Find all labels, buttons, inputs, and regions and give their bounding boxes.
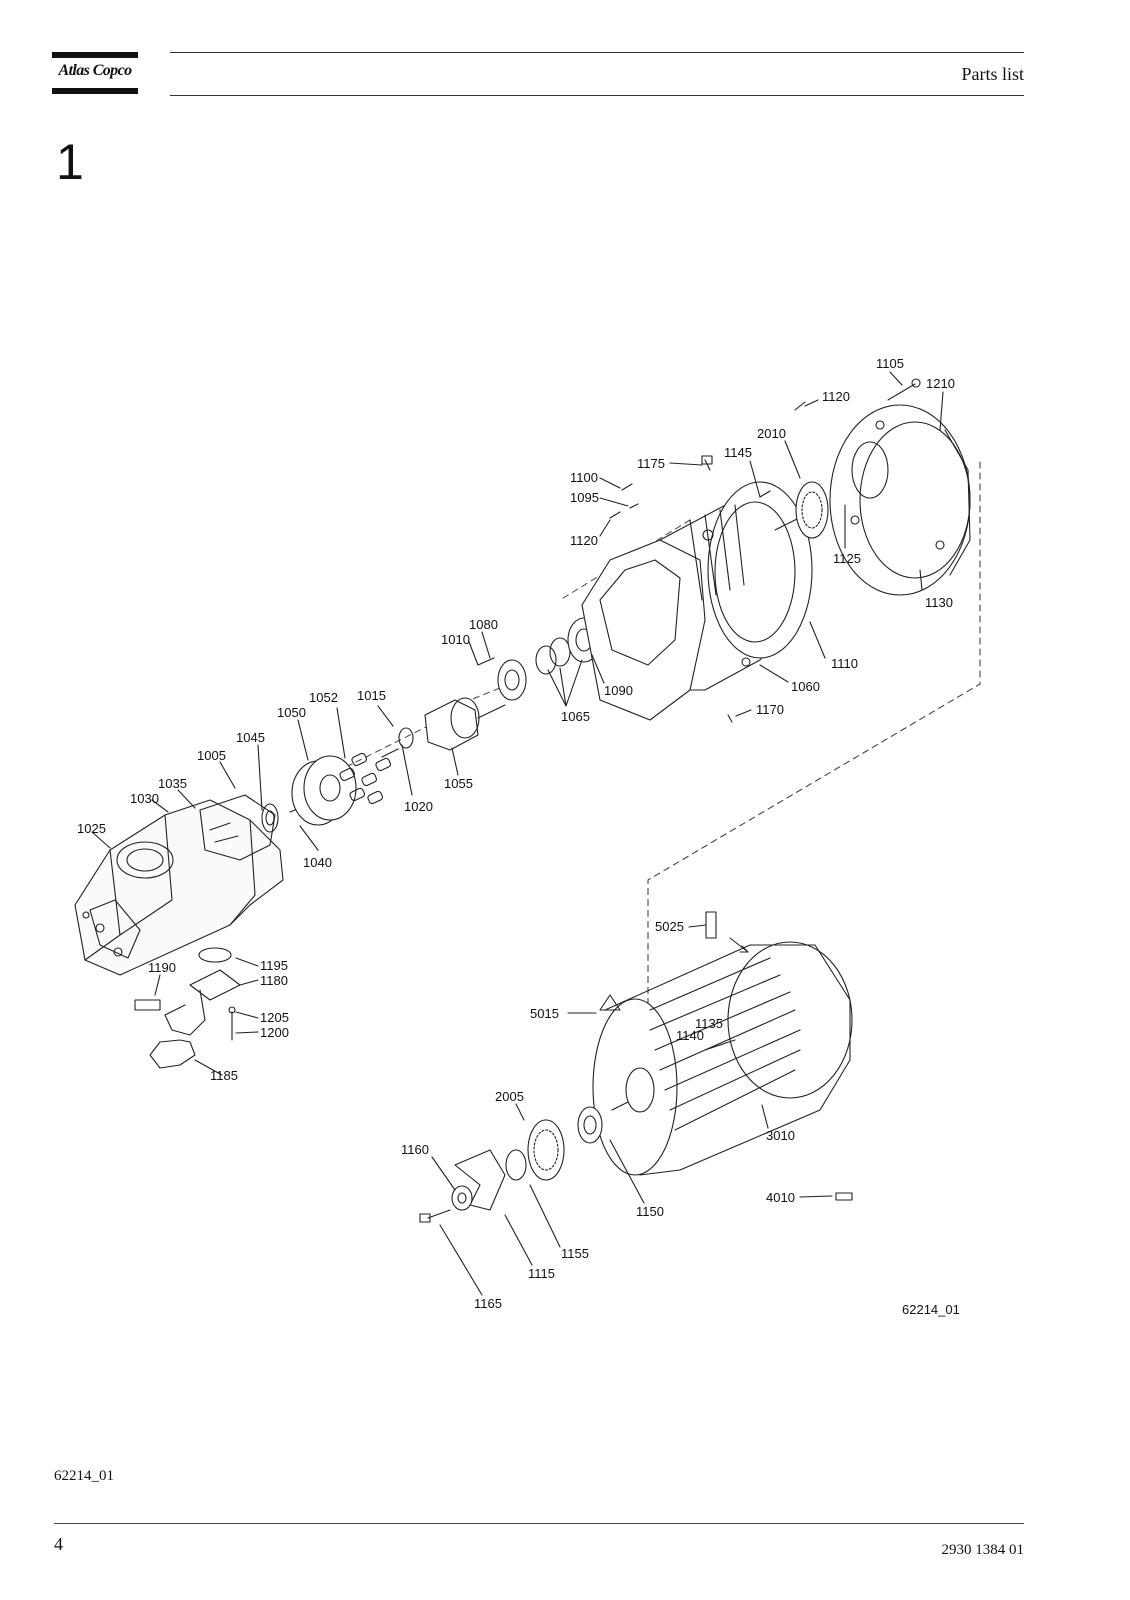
callout-1130: 1130: [925, 595, 953, 610]
header-rule-bottom: [170, 95, 1024, 96]
atlas-copco-logo: Atlas Copco: [52, 52, 138, 94]
callout-5025: 5025: [655, 919, 684, 934]
callout-1090: 1090: [604, 683, 633, 698]
document-number: 2930 1384 01: [941, 1542, 1025, 1558]
callout-1055: 1055: [444, 776, 473, 791]
callout-1195: 1195: [260, 958, 288, 973]
callout-1105: 1105: [876, 356, 904, 371]
footer-reference: 62214_01: [54, 1468, 114, 1484]
header-rule-top: [170, 52, 1024, 53]
footer-rule: [54, 1523, 1024, 1524]
callout-3010: 3010: [766, 1128, 795, 1143]
callout-1170: 1170: [756, 702, 784, 717]
callout-1150: 1150: [636, 1204, 664, 1219]
callout-1030: 1030: [130, 791, 159, 806]
callout-1020: 1020: [404, 799, 433, 814]
callout-1185: 1185: [210, 1068, 238, 1083]
callout-1045: 1045: [236, 730, 265, 745]
callout-1040: 1040: [303, 855, 332, 870]
callout-1015: 1015: [357, 688, 386, 703]
callout-1120: 1120: [822, 389, 850, 404]
callout-1110: 1110: [831, 656, 858, 671]
callout-1010: 1010: [441, 632, 470, 647]
callout-1025: 1025: [77, 821, 106, 836]
callout-5015: 5015: [530, 1006, 559, 1021]
callout-4010: 4010: [766, 1190, 795, 1205]
section-number: 1: [56, 134, 84, 190]
callout-1155: 1155: [561, 1246, 589, 1261]
callout-1200: 1200: [260, 1025, 289, 1040]
callout-2010: 2010: [757, 426, 786, 441]
logo-wordmark: Atlas Copco: [58, 62, 133, 79]
callout-1205: 1205: [260, 1010, 289, 1025]
callout-1175: 1175: [637, 456, 665, 471]
callout-1145: 1145: [724, 445, 752, 460]
callout-1080: 1080: [469, 617, 498, 632]
callout-labels: 1105 1210 1120 2010 1175 1145 1100 1095 …: [77, 356, 960, 1317]
header-title: Parts list: [961, 64, 1024, 84]
callout-1140: 1140: [676, 1028, 704, 1043]
callout-1165: 1165: [474, 1296, 502, 1311]
callout-1135: 1135: [695, 1016, 723, 1031]
drawing-id: 62214_01: [902, 1302, 960, 1317]
callout-1160: 1160: [401, 1142, 429, 1157]
callout-1065: 1065: [561, 709, 590, 724]
callout-1180: 1180: [260, 973, 288, 988]
callout-1100: 1100: [570, 470, 598, 485]
page-number: 4: [54, 1534, 63, 1554]
callout-1005: 1005: [197, 748, 226, 763]
callout-1050: 1050: [277, 705, 306, 720]
callout-1210: 1210: [926, 376, 955, 391]
callout-1060: 1060: [791, 679, 820, 694]
callout-1115: 1115: [528, 1266, 555, 1281]
callout-1190: 1190: [148, 960, 176, 975]
callout-1120b: 1120: [570, 533, 598, 548]
callout-1035: 1035: [158, 776, 187, 791]
callout-1052: 1052: [309, 690, 338, 705]
callout-1125: 1125: [833, 551, 861, 566]
callout-1095: 1095: [570, 490, 599, 505]
callout-2005: 2005: [495, 1089, 524, 1104]
